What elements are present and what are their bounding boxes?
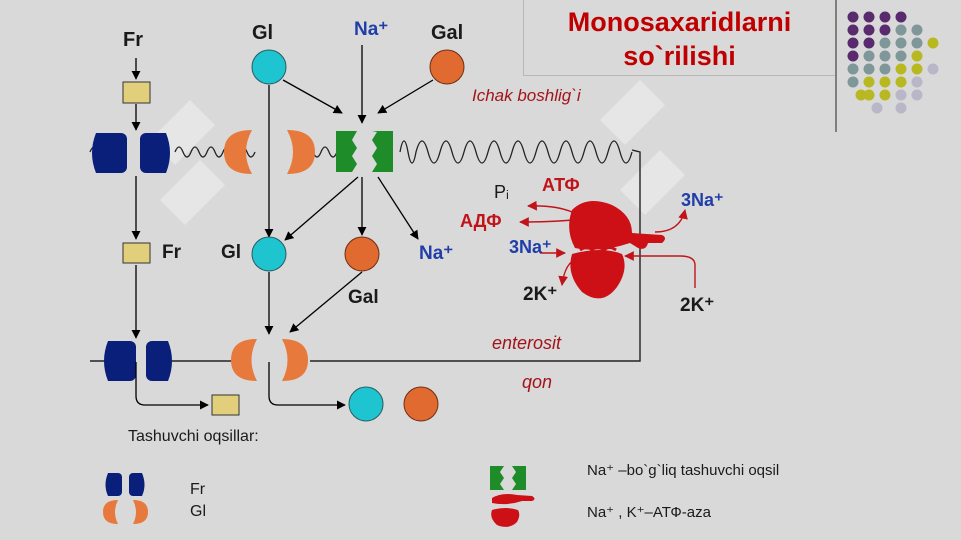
sodium-cotransporter-icon [336, 131, 393, 172]
label-3na-in: 3Na⁺ [509, 237, 552, 257]
label-pi: Pᵢ [494, 182, 509, 202]
legend-na-carrier: Na⁺ –bo`g`liq tashuvchi oqsil [587, 462, 780, 479]
label-gal-mid: Gal [348, 287, 379, 308]
label-fr-mid: Fr [162, 242, 181, 263]
legend-gl: Gl [190, 503, 206, 520]
glucose-carrier-icon [231, 339, 308, 381]
divider-line [835, 0, 837, 132]
sodium-potassium-pump-icon [569, 201, 665, 299]
legend-title: Tashuvchi oqsillar: [128, 428, 259, 445]
fructose-carrier-icon [105, 473, 145, 496]
galactose-circle-icon [344, 236, 380, 272]
sodium-cotransporter-icon [490, 466, 526, 490]
label-blood: qon [522, 372, 553, 392]
fructose-carrier-icon [92, 133, 170, 173]
title-line-2: so`rilishi [623, 41, 736, 71]
title-line-1: Monosaxaridlarni [567, 7, 792, 37]
label-lumen: Ichak boshlig`i [472, 86, 581, 105]
legend-fr: Fr [190, 481, 206, 498]
label-2k-out: 2K⁺ [680, 295, 715, 316]
galactose-circle-icon [403, 386, 439, 422]
label-2k-in: 2K⁺ [523, 284, 558, 305]
glucose-carrier-icon [224, 130, 315, 174]
label-atf: АТФ [542, 175, 580, 195]
label-na-mid: Na⁺ [419, 243, 454, 264]
label-gl-mid: Gl [221, 242, 242, 263]
glucose-carrier-icon [103, 500, 148, 524]
fructose-square-icon [122, 81, 151, 104]
glucose-circle-icon [251, 236, 287, 272]
sodium-potassium-pump-icon [491, 494, 535, 527]
legend-atpase: Na⁺ , K⁺–АТФ-aza [587, 504, 711, 521]
label-fr-top: Fr [123, 29, 143, 51]
watermark [150, 80, 685, 225]
fructose-square-icon [211, 394, 240, 416]
label-3na-out: 3Na⁺ [681, 190, 724, 210]
glucose-circle-icon [348, 386, 384, 422]
galactose-circle-icon [429, 49, 465, 85]
label-gal-top: Gal [431, 22, 464, 44]
fructose-carrier-icon [104, 341, 172, 381]
fructose-square-icon [122, 242, 151, 264]
decorative-dot-grid-icon [847, 11, 939, 114]
label-adf: АДФ [460, 211, 502, 231]
label-na-top: Na⁺ [354, 19, 389, 40]
label-enterocyte: enterosit [492, 333, 562, 353]
label-gl-top: Gl [252, 22, 274, 44]
glucose-circle-icon [251, 49, 287, 85]
